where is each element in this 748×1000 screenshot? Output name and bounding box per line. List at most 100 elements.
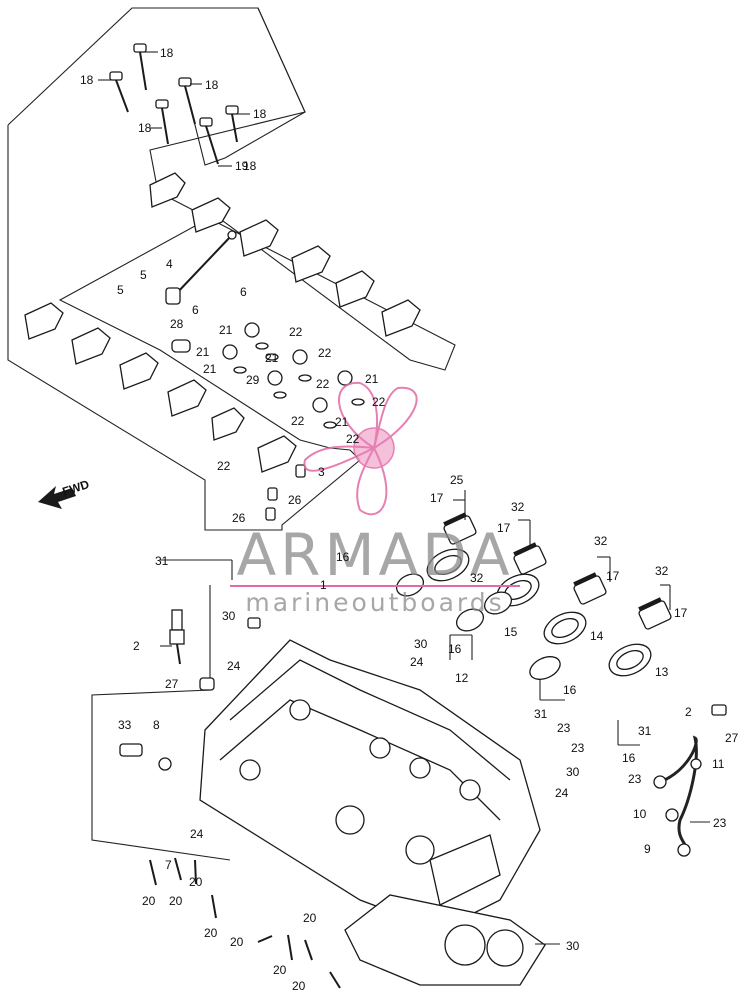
callout-22: 22 xyxy=(372,395,386,409)
callout-4: 4 xyxy=(166,257,173,271)
callout-26: 26 xyxy=(232,511,246,525)
callout-16: 16 xyxy=(563,683,577,697)
callout-26: 26 xyxy=(288,493,302,507)
callout-18: 18 xyxy=(138,121,152,135)
callout-23: 23 xyxy=(571,741,585,755)
tappet-caps xyxy=(171,322,365,429)
callout-22: 22 xyxy=(346,432,360,446)
callout-12: 12 xyxy=(455,671,469,685)
callout-17: 17 xyxy=(674,606,688,620)
callout-32: 32 xyxy=(511,500,525,514)
callout-20: 20 xyxy=(292,979,306,993)
callout-27: 27 xyxy=(165,677,179,691)
callout-5: 5 xyxy=(140,268,147,282)
spark-plug xyxy=(169,609,185,665)
callout-22: 22 xyxy=(316,377,330,391)
callout-22: 22 xyxy=(217,459,231,473)
callout-2: 2 xyxy=(133,639,140,653)
callout-32: 32 xyxy=(594,534,608,548)
callout-7: 7 xyxy=(165,858,172,872)
callout-17: 17 xyxy=(430,491,444,505)
cam-holders-lower xyxy=(24,302,297,473)
callout-14: 14 xyxy=(590,629,604,643)
small-fittings xyxy=(265,464,306,521)
callout-24: 24 xyxy=(555,786,569,800)
callout-20: 20 xyxy=(273,963,287,977)
callout-23: 23 xyxy=(557,721,571,735)
cam-chain-guide xyxy=(165,230,237,305)
callout-11: 11 xyxy=(712,757,725,771)
callout-6: 6 xyxy=(240,285,247,299)
callout-24: 24 xyxy=(190,827,204,841)
callout-15: 15 xyxy=(504,625,518,639)
callout-21: 21 xyxy=(335,415,349,429)
callout-33: 33 xyxy=(118,718,132,732)
bolt-group-frame xyxy=(189,7,306,166)
callout-23: 23 xyxy=(713,816,727,830)
callout-6: 6 xyxy=(192,303,199,317)
callout-20: 20 xyxy=(142,894,156,908)
callout-20: 20 xyxy=(303,911,317,925)
callout-20: 20 xyxy=(230,935,244,949)
callout-24: 24 xyxy=(410,655,424,669)
callout-21: 21 xyxy=(365,372,379,386)
callout-30: 30 xyxy=(566,765,580,779)
fwd-label: FWD xyxy=(61,477,92,499)
callout-8: 8 xyxy=(153,718,160,732)
callout-21: 21 xyxy=(203,362,217,376)
callout-20: 20 xyxy=(204,926,218,940)
callout-28: 28 xyxy=(170,317,184,331)
cylinder-group-frame xyxy=(91,585,231,861)
callout-18: 18 xyxy=(253,107,267,121)
callout-22: 22 xyxy=(289,325,303,339)
cylinder-head xyxy=(199,639,546,986)
callout-18: 18 xyxy=(243,159,257,173)
upper-group-frame xyxy=(7,7,456,531)
callout-20: 20 xyxy=(189,875,203,889)
callout-21: 21 xyxy=(265,351,279,365)
callout-30: 30 xyxy=(566,939,580,953)
callout-30: 30 xyxy=(222,609,236,623)
fwd-arrow: FWD xyxy=(38,477,91,509)
callout-25: 25 xyxy=(450,473,464,487)
watermark-tagline: marineoutboards xyxy=(245,588,504,617)
head-bolts xyxy=(109,43,239,165)
callout-24: 24 xyxy=(227,659,241,673)
leader-lines xyxy=(98,51,710,945)
callout-32: 32 xyxy=(655,564,669,578)
callout-30: 30 xyxy=(414,637,428,651)
small-bolts xyxy=(149,857,341,989)
callout-18: 18 xyxy=(205,78,219,92)
callout-2: 2 xyxy=(685,705,692,719)
callout-22: 22 xyxy=(318,346,332,360)
callout-18: 18 xyxy=(160,46,174,60)
callout-1: 1 xyxy=(320,578,327,592)
callout-10: 10 xyxy=(633,807,647,821)
callout-16: 16 xyxy=(448,642,462,656)
callout-31: 31 xyxy=(534,707,548,721)
callout-20: 20 xyxy=(169,894,183,908)
callout-32: 32 xyxy=(470,571,484,585)
callout-21: 21 xyxy=(196,345,210,359)
callout-22: 22 xyxy=(291,414,305,428)
callout-21: 21 xyxy=(219,323,233,337)
callout-16: 16 xyxy=(622,751,636,765)
callout-18: 18 xyxy=(80,73,94,87)
callout-13: 13 xyxy=(655,665,669,679)
callout-23: 23 xyxy=(628,772,642,786)
watermark-logo xyxy=(303,381,418,516)
callout-31: 31 xyxy=(155,554,169,568)
callout-19: 19 xyxy=(235,159,249,173)
callout-3: 3 xyxy=(318,465,325,479)
callout-5: 5 xyxy=(117,283,124,297)
callout-27: 27 xyxy=(725,731,739,745)
callout-16: 16 xyxy=(336,550,350,564)
callout-17: 17 xyxy=(606,569,620,583)
callout-29: 29 xyxy=(246,373,260,387)
callout-17: 17 xyxy=(497,521,511,535)
callout-9: 9 xyxy=(644,842,651,856)
cam-holders-upper xyxy=(149,172,421,337)
oil-pipe xyxy=(653,704,727,857)
